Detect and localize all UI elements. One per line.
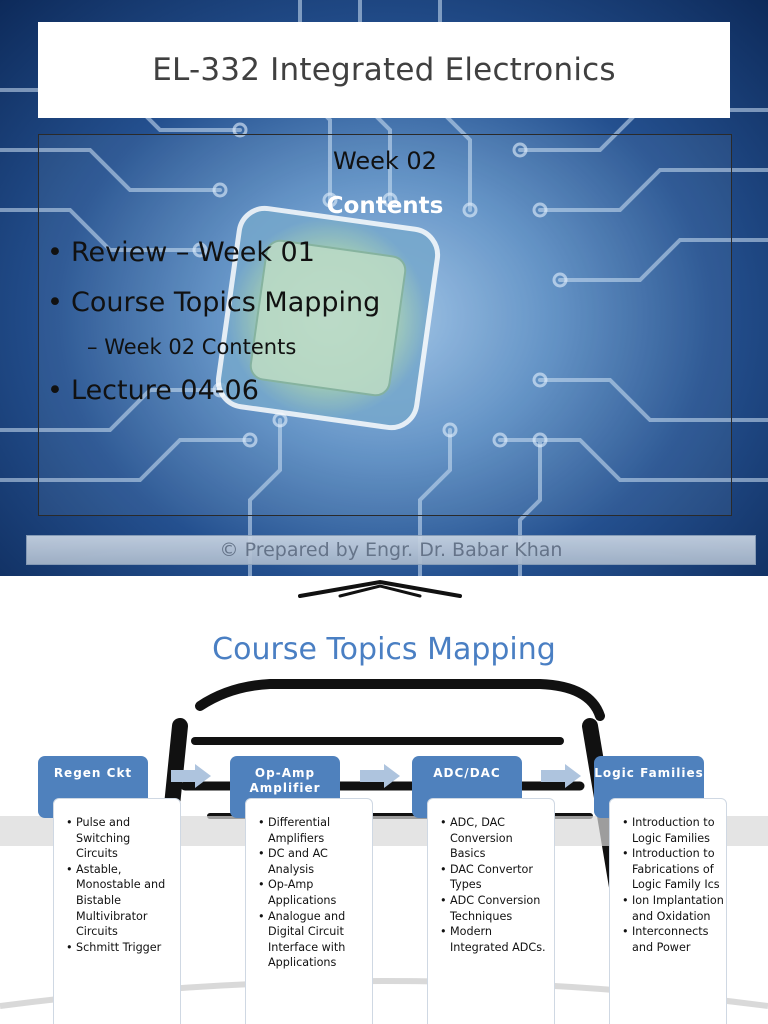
slide-1: EL-332 Integrated Electronics Week 02 Co… <box>0 0 768 576</box>
bullet-text: Review – Week 01 <box>71 237 315 268</box>
week-label: Week 02 <box>333 147 437 175</box>
list-item: Introduction to Logic Families <box>622 815 724 846</box>
slide-title: EL-332 Integrated Electronics <box>152 52 616 88</box>
list-item: DAC Convertor Types <box>440 862 548 893</box>
bullet-text: Lecture 04-06 <box>71 375 259 406</box>
list-item: Differential Amplifiers <box>258 815 366 846</box>
list-item: Analogue and Digital Circuit Interface w… <box>258 909 366 971</box>
card-body-adc-dac: ADC, DAC Conversion Basics DAC Convertor… <box>427 798 555 1024</box>
list-item: Astable, Monostable and Bistable Multivi… <box>66 862 174 940</box>
footer-text: © Prepared by Engr. Dr. Babar Khan <box>219 539 563 561</box>
footer-bar: © Prepared by Engr. Dr. Babar Khan <box>26 535 756 565</box>
bullet-icon: • <box>47 287 63 318</box>
sub-bullet-week02: – Week 02 Contents <box>87 335 296 359</box>
slide-2: Course Topics Mapping Regen Ckt Pulse an… <box>0 576 768 1024</box>
bullet-icon: • <box>47 237 63 268</box>
list-item: ADC, DAC Conversion Basics <box>440 815 548 862</box>
card-body-op-amp: Differential Amplifiers DC and AC Analys… <box>245 798 373 1024</box>
slide-title-box: EL-332 Integrated Electronics <box>38 22 730 118</box>
arrow-right-icon <box>171 764 211 788</box>
bullet-text: Course Topics Mapping <box>71 287 381 318</box>
chip-icon <box>215 205 441 431</box>
bullet-icon: • <box>47 375 63 406</box>
content-box: Week 02 Contents • Review – Week 01 • Cour… <box>38 134 732 516</box>
list-item: Interconnects and Power <box>622 924 724 955</box>
sub-bullet-text: Week 02 Contents <box>104 335 297 359</box>
list-item: ADC Conversion Techniques <box>440 893 548 924</box>
dash-icon: – <box>87 335 105 359</box>
list-item: Pulse and Switching Circuits <box>66 815 174 862</box>
list-item: Ion Implantation and Oxidation <box>622 893 724 924</box>
card-body-regen-ckt: Pulse and Switching Circuits Astable, Mo… <box>53 798 181 1024</box>
arrow-right-icon <box>541 764 581 788</box>
bullet-lecture: • Lecture 04-06 <box>47 375 259 406</box>
bullet-review: • Review – Week 01 <box>47 237 315 268</box>
list-item: Op-Amp Applications <box>258 877 366 908</box>
arrow-right-icon <box>360 764 400 788</box>
list-item: DC and AC Analysis <box>258 846 366 877</box>
bullet-course-topics: • Course Topics Mapping <box>47 287 380 318</box>
list-item: Modern Integrated ADCs. <box>440 924 548 955</box>
contents-heading: Contents <box>326 193 444 219</box>
list-item: Schmitt Trigger <box>66 940 174 956</box>
card-body-logic-families: Introduction to Logic Families Introduct… <box>609 798 727 1024</box>
slide-2-title: Course Topics Mapping <box>212 632 556 667</box>
list-item: Introduction to Fabrications of Logic Fa… <box>622 846 724 893</box>
